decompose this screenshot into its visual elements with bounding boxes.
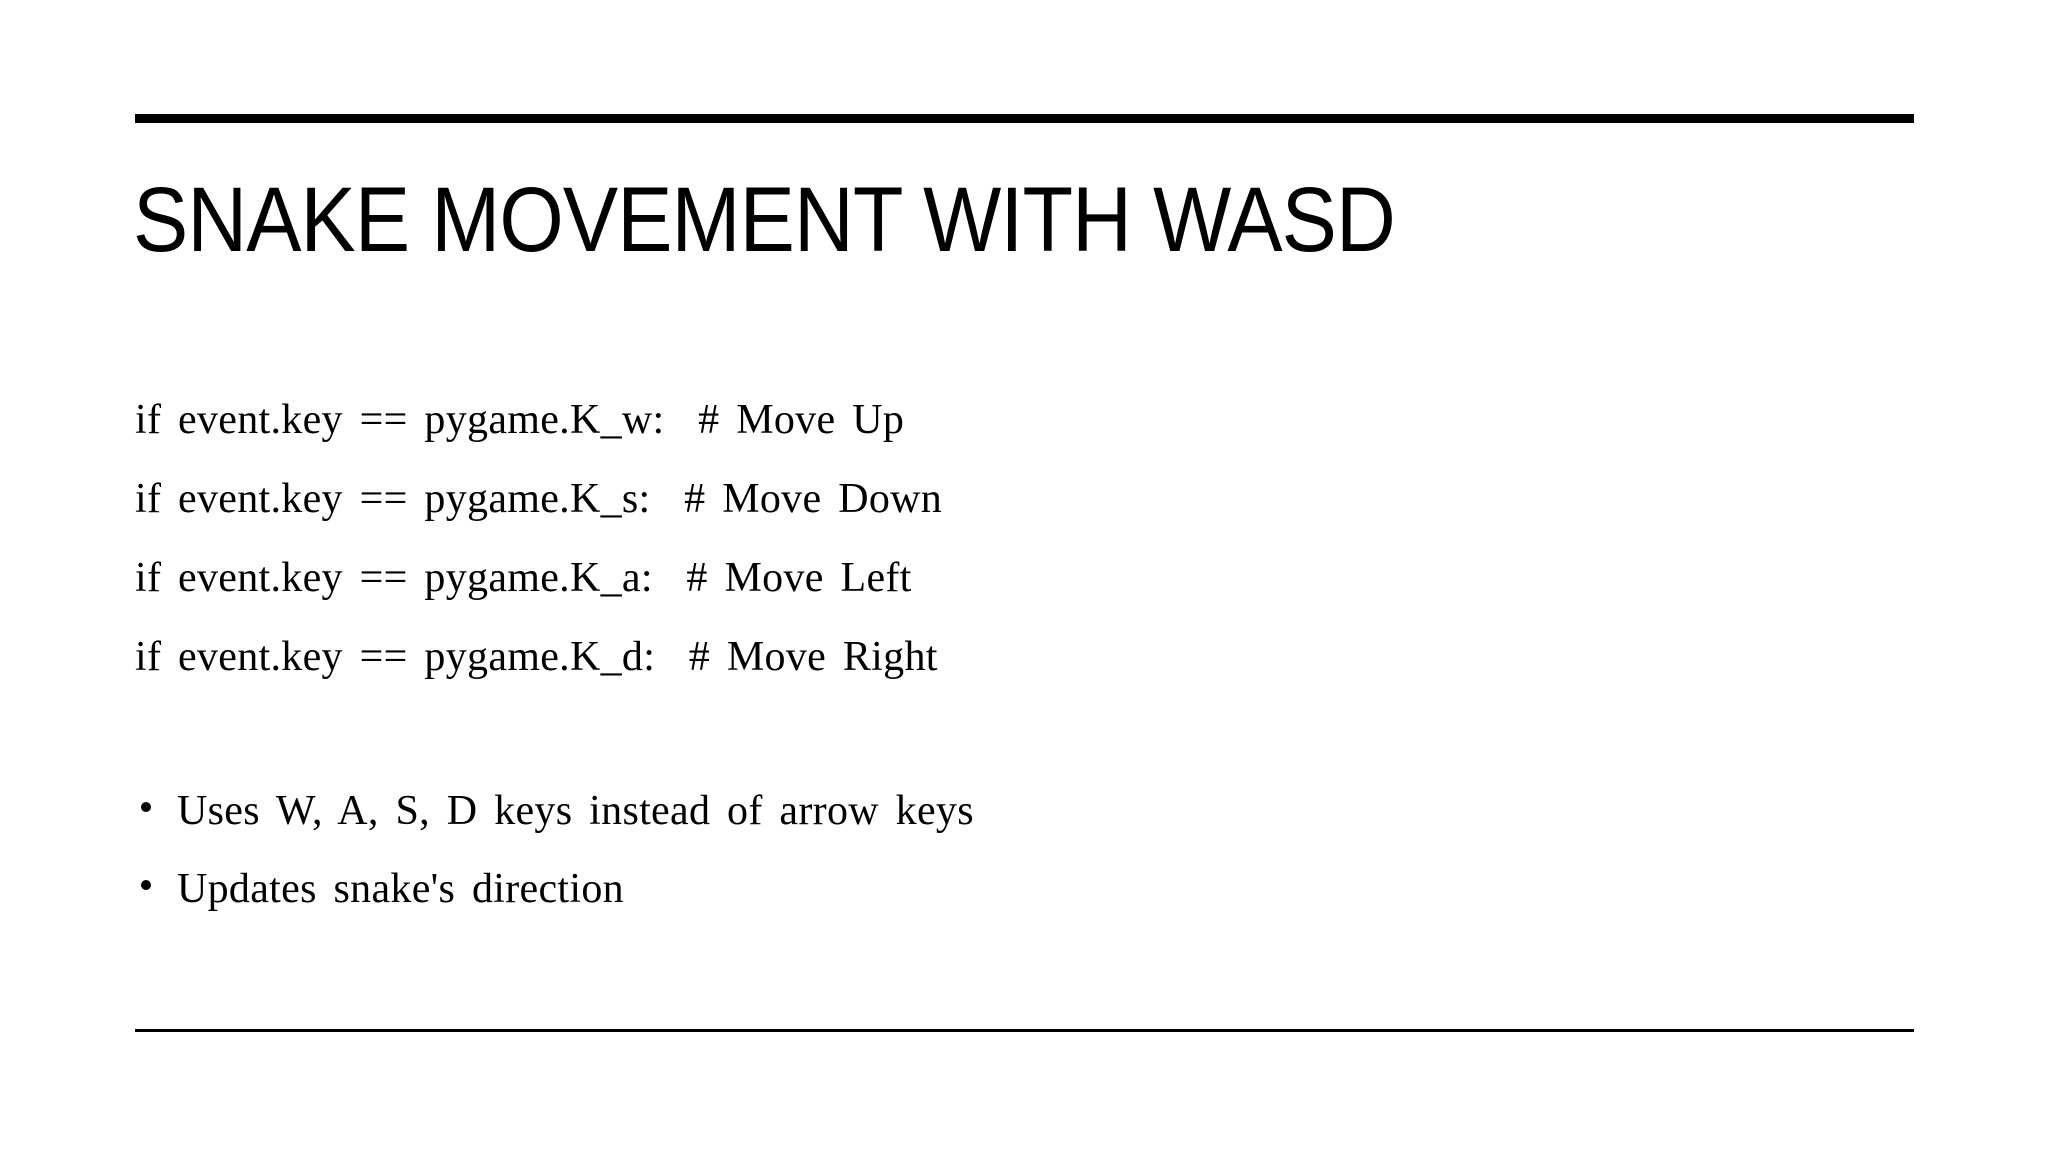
slide-title: SNAKE MOVEMENT WITH WASD <box>133 169 1396 271</box>
bullet-text-wasd-keys: Uses W, A, S, D keys instead of arrow ke… <box>177 788 974 834</box>
code-line-move-up: if event.key == pygame.K_w: # Move Up <box>135 397 905 443</box>
bullet-text-updates-direction: Updates snake's direction <box>177 866 624 912</box>
bullet-marker-icon <box>141 802 151 812</box>
bullet-list: Uses W, A, S, D keys instead of arrow ke… <box>135 772 974 928</box>
footer-rule <box>135 1029 1914 1032</box>
code-line-move-down: if event.key == pygame.K_s: # Move Down <box>135 476 943 522</box>
title-divider-rule <box>135 114 1914 123</box>
code-line-move-left: if event.key == pygame.K_a: # Move Left <box>135 555 912 601</box>
bullet-marker-icon <box>141 880 151 890</box>
list-item: Uses W, A, S, D keys instead of arrow ke… <box>135 772 974 850</box>
list-item: Updates snake's direction <box>135 850 974 928</box>
code-block: if event.key == pygame.K_w: # Move Up if… <box>135 381 942 697</box>
code-line-move-right: if event.key == pygame.K_d: # Move Right <box>135 634 938 680</box>
